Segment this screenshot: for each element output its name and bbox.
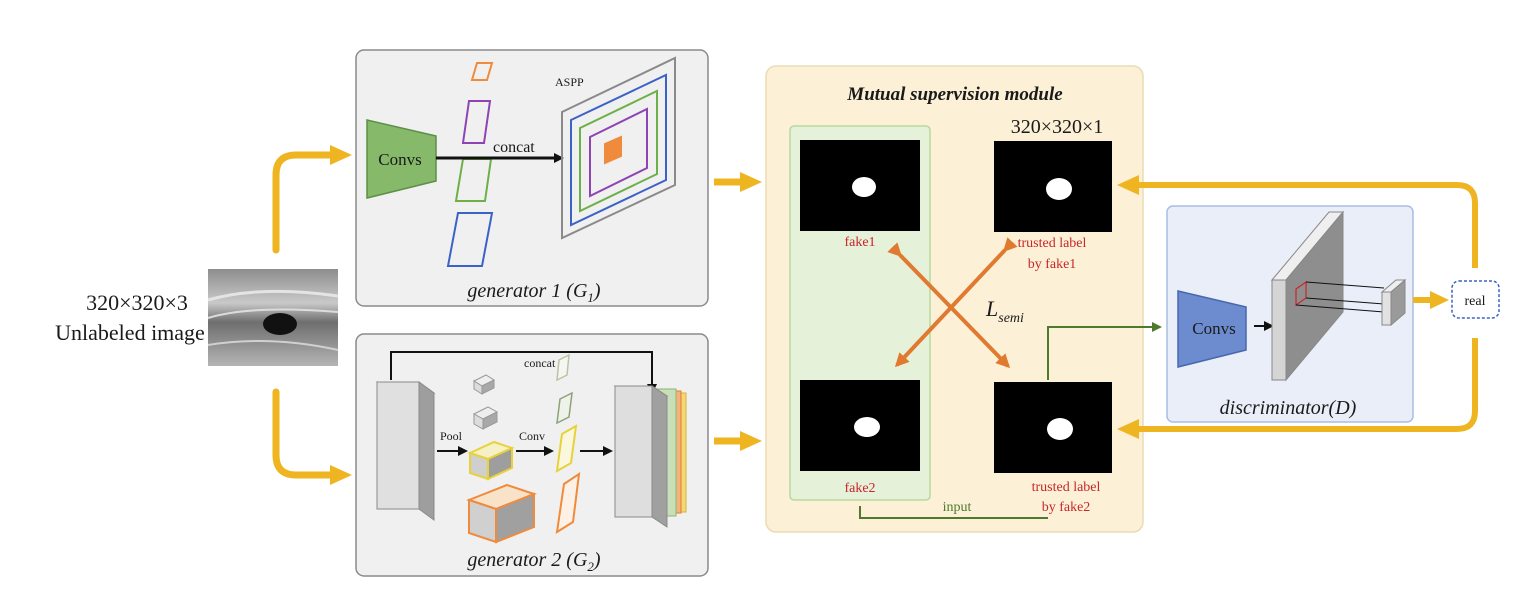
lesion-mark: [263, 313, 297, 335]
mask-trusted2: [994, 382, 1112, 473]
trusted2-line1: trusted label: [1032, 480, 1101, 495]
g1-slice-blue: [446, 212, 494, 267]
input-size-label: 320×320×3: [86, 290, 188, 315]
g2-slice-3: [555, 424, 578, 473]
aspp-block: [561, 56, 676, 240]
trusted1-line2: by fake1: [1028, 257, 1077, 272]
g2-pool-yellow: [467, 440, 515, 481]
g2-conv-label: Conv: [519, 429, 545, 443]
input-to-generators-arrows: [272, 151, 342, 479]
arrowhead-g2-module: [740, 431, 762, 451]
cross-arrow-trusted1-fake2: [894, 237, 1018, 368]
input-section: 320×320×3 Unlabeled image: [55, 269, 339, 366]
arrowhead-feedback-bottom: [1117, 419, 1139, 439]
generators-to-module-arrows: [714, 172, 762, 451]
g2-slice-1: [556, 353, 570, 382]
input-line-bottom: [859, 506, 1048, 519]
module-title: Mutual supervision module: [846, 84, 1063, 105]
g2-input-block: [375, 381, 436, 521]
discriminator-panel: Convs discriminator(D): [1166, 205, 1414, 423]
g1-convs-label: Convs: [378, 150, 421, 169]
disc-title: discriminator(D): [1220, 397, 1357, 419]
arrow-to-generator2: [272, 388, 342, 479]
real-box: [1451, 280, 1500, 319]
arrow-to-generator1: [272, 151, 342, 254]
disc-feature-slab: [1270, 210, 1407, 382]
generator2-panel: concat Pool Conv: [355, 333, 709, 577]
input-label: input: [943, 500, 972, 515]
mask-fake1: [800, 140, 920, 231]
mask-trusted1: [994, 141, 1112, 232]
arrowhead-g1: [330, 145, 352, 165]
arrowhead-g1-module: [740, 172, 762, 192]
input-description-label: Unlabeled image: [55, 320, 205, 345]
g2-output-block: [613, 385, 687, 528]
feedback-arrow-trusted2: [1136, 338, 1478, 432]
fake1-label: fake1: [844, 235, 875, 250]
real-label: real: [1465, 294, 1486, 309]
mutual-supervision-module: Mutual supervision module 320×320×1 fake…: [765, 65, 1162, 533]
g2-concat-label: concat: [524, 356, 556, 370]
g1-slice-orange: [470, 62, 494, 81]
disc-convs-block: [1177, 290, 1247, 368]
g1-aspp-label: ASPP: [555, 75, 584, 89]
mask-fake2: [800, 380, 920, 471]
g2-slice-2: [556, 391, 573, 425]
generator1-panel: Convs concat ASPP generator 1 (G1): [355, 49, 709, 307]
g2-skip-connection: [390, 351, 657, 394]
g2-slice-4: [555, 471, 581, 534]
g2-pool-small-1: [472, 374, 496, 395]
loss-label: Lsemi: [985, 296, 1024, 326]
trusted1-line1: trusted label: [1018, 236, 1087, 251]
g1-concat-label: concat: [493, 139, 535, 156]
ultrasound-image: [207, 269, 339, 366]
disc-convs-label: Convs: [1192, 319, 1235, 338]
g2-pool-small-2: [472, 406, 499, 430]
feedback-arrow-trusted1: [1136, 182, 1478, 268]
g1-slice-purple: [461, 100, 492, 144]
g2-pool-orange: [466, 483, 537, 544]
trusted2-line2: by fake2: [1042, 500, 1091, 515]
g2-title: generator 2 (G2): [467, 549, 600, 574]
input-line-to-discriminator: [1047, 322, 1162, 380]
arrowhead-real: [1430, 291, 1449, 309]
arrowhead-feedback-top: [1117, 175, 1139, 195]
arrowhead-g2: [330, 465, 352, 485]
g2-pool-label: Pool: [440, 429, 463, 443]
g1-convs-block: [366, 119, 437, 199]
output-size-label: 320×320×1: [1011, 116, 1104, 138]
fake2-label: fake2: [844, 481, 875, 496]
g1-title: generator 1 (G1): [467, 280, 600, 305]
